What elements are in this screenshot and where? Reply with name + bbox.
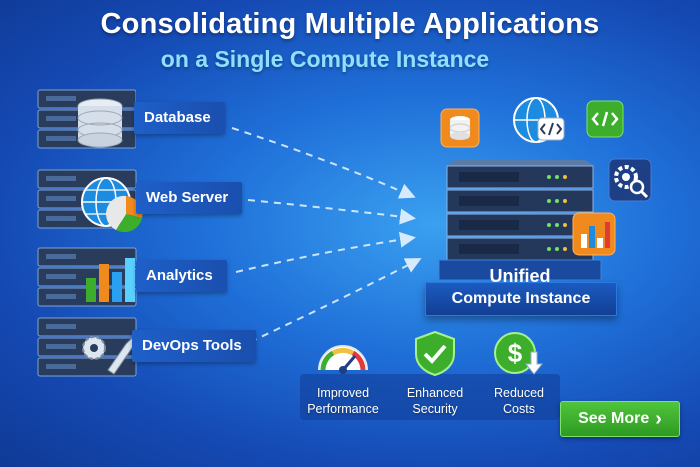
- globe-code-icon: [513, 97, 565, 143]
- see-more-label: See More: [578, 410, 650, 427]
- server-rack-icon: [37, 247, 137, 307]
- flow-arrow-devops: [249, 258, 422, 343]
- bar-chart-icon: [86, 258, 135, 302]
- chart-app-icon: [572, 212, 616, 256]
- server-rack-icon: [37, 89, 136, 149]
- source-label-analytics: Analytics: [136, 260, 227, 292]
- shield-check-icon: [415, 330, 455, 377]
- source-devops-tools: DevOps Tools: [36, 314, 266, 378]
- source-web-server: Web Server: [36, 166, 266, 233]
- benefit-label-line1: Improved: [316, 386, 370, 400]
- server-rack-icon: [37, 169, 143, 233]
- benefit-label-line1: Enhanced: [406, 386, 464, 400]
- database-icon: [77, 98, 123, 148]
- server-rack-icon: [37, 317, 139, 377]
- flow-arrow-web-server: [247, 199, 416, 225]
- benefit-label-line2: Security: [412, 402, 458, 416]
- benefits-panel: [300, 374, 560, 420]
- svg-text:$: $: [508, 338, 523, 368]
- gauge-icon: [318, 345, 368, 374]
- see-more-button[interactable]: See More ›: [560, 401, 680, 437]
- dollar-down-icon: $: [494, 332, 544, 375]
- database-app-icon: [440, 108, 480, 148]
- settings-search-icon: [608, 158, 652, 202]
- benefit-label-line2: Performance: [307, 402, 379, 416]
- chevron-right-icon: ›: [655, 408, 662, 430]
- source-label-web-server: Web Server: [136, 182, 243, 214]
- flow-arrow-database: [231, 127, 416, 199]
- page-title: Consolidating Multiple Applications: [100, 8, 600, 40]
- source-analytics: Analytics: [36, 244, 266, 308]
- pie-chart-icon: [106, 195, 143, 233]
- server-stack-icon: [438, 160, 602, 280]
- benefit-security: Enhanced Security: [392, 330, 478, 417]
- source-label-devops-tools: DevOps Tools: [132, 330, 256, 362]
- benefit-label-line1: Reduced: [493, 386, 545, 400]
- benefit-costs: $ Reduced Costs: [476, 330, 562, 417]
- flow-arrow-analytics: [235, 231, 416, 273]
- benefit-performance: Improved Performance: [300, 330, 386, 417]
- source-database: Database: [36, 86, 266, 150]
- gear-wrench-icon: [82, 336, 139, 375]
- hub-title: Unified: [489, 266, 551, 286]
- hub-label: Compute Instance: [425, 282, 617, 316]
- code-app-icon: [586, 100, 624, 138]
- source-label-database: Database: [134, 102, 225, 134]
- page-subtitle: on a Single Compute Instance: [160, 46, 490, 72]
- benefit-label-line2: Costs: [503, 402, 535, 416]
